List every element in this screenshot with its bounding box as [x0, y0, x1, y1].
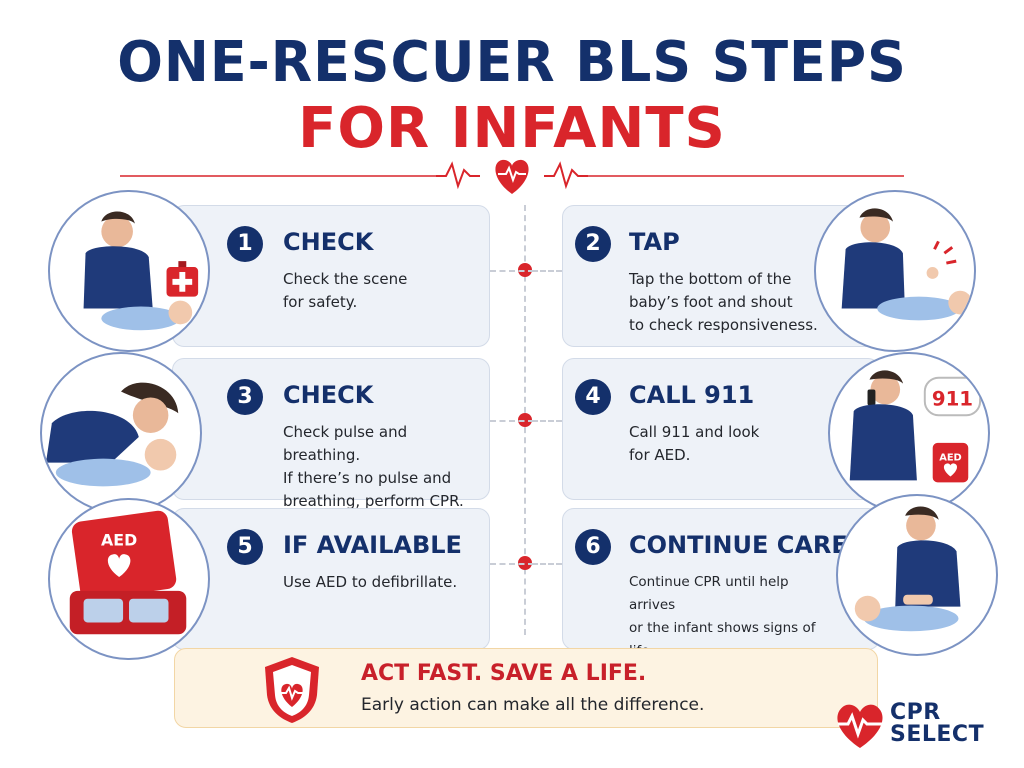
- step-description: Check the scene for safety.: [283, 270, 408, 311]
- first-aid-kit-icon: [48, 190, 210, 352]
- aed-label: AED: [101, 530, 137, 549]
- step-card-6: 6 CONTINUE CARE Continue CPR until help …: [562, 508, 880, 659]
- step-title: CONTINUE CARE: [629, 531, 848, 559]
- logo-line-1: CPR: [890, 700, 941, 725]
- shield-heart-icon: [265, 657, 319, 723]
- brand-logo: CPR SELECT: [832, 700, 1002, 752]
- banner-subtext: Early action can make all the difference…: [361, 695, 705, 715]
- heart-logo-icon: [837, 704, 883, 748]
- banner-headline: ACT FAST. SAVE A LIFE.: [361, 661, 647, 686]
- step-title: TAP: [629, 228, 680, 256]
- timeline-connector: [490, 563, 534, 565]
- step-description: Tap the bottom of the baby’s foot and sh…: [629, 270, 818, 334]
- heart-icon: [495, 159, 529, 194]
- check-breathing-icon: [40, 352, 202, 514]
- aed-case-icon: AED: [48, 498, 210, 660]
- logo-text: CPR SELECT: [890, 702, 984, 746]
- step-title: CHECK: [283, 381, 374, 409]
- timeline-connector: [532, 563, 562, 565]
- tap-foot-icon: [814, 190, 976, 352]
- call-to-action-banner: ACT FAST. SAVE A LIFE. Early action can …: [174, 648, 878, 728]
- step-number: 1: [227, 226, 263, 262]
- step-title: CHECK: [283, 228, 374, 256]
- timeline-connector: [490, 420, 534, 422]
- step-card-1: 1 CHECK Check the scene for safety.: [172, 205, 490, 347]
- page-title: ONE-RESCUER BLS STEPS: [117, 30, 907, 95]
- cpr-compressions-icon: [836, 494, 998, 656]
- step-description: Call 911 and look for AED.: [629, 423, 760, 464]
- call-bubble-text: 911: [932, 387, 973, 410]
- timeline-connector: [490, 270, 534, 272]
- step-card-4: 4 CALL 911 Call 911 and look for AED.: [562, 358, 880, 500]
- timeline-connector: [532, 420, 562, 422]
- step-number: 5: [227, 529, 263, 565]
- phone-call-icon: 911 AED: [828, 352, 990, 514]
- step-description: Check pulse and breathing. If there’s no…: [283, 423, 464, 510]
- step-card-3: 3 CHECK Check pulse and breathing. If th…: [172, 358, 490, 510]
- step-title: IF AVAILABLE: [283, 531, 462, 559]
- step-card-5: 5 IF AVAILABLE Use AED to defibrillate.: [172, 508, 490, 650]
- step-number: 2: [575, 226, 611, 262]
- timeline-connector: [532, 270, 562, 272]
- aed-label: AED: [939, 453, 962, 464]
- step-number: 6: [575, 529, 611, 565]
- step-number: 4: [575, 379, 611, 415]
- heartbeat-divider: [120, 159, 904, 194]
- page-subtitle: FOR INFANTS: [298, 96, 726, 161]
- step-description: Continue CPR until help arrives or the i…: [629, 574, 816, 659]
- step-description: Use AED to defibrillate.: [283, 573, 458, 591]
- logo-line-2: SELECT: [890, 722, 985, 747]
- step-number: 3: [227, 379, 263, 415]
- step-title: CALL 911: [629, 381, 755, 409]
